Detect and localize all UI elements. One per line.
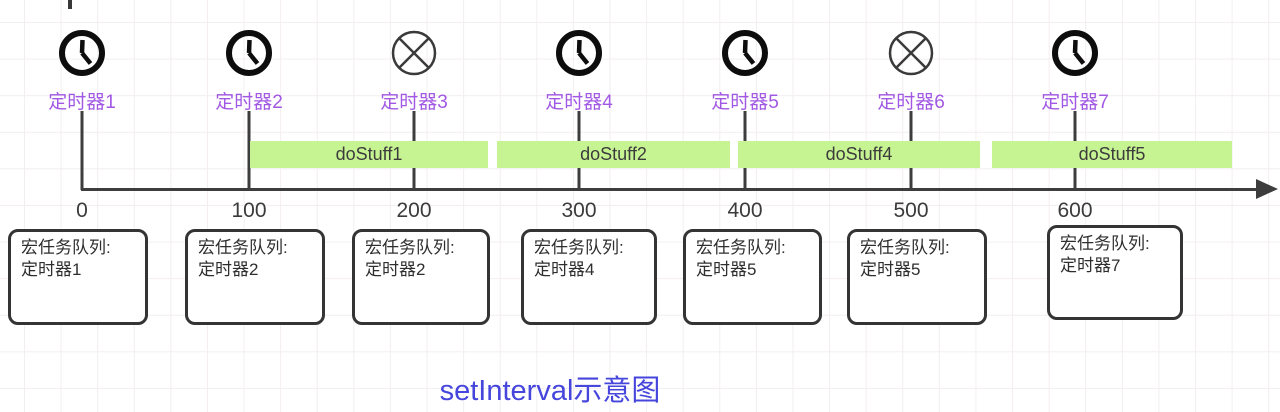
tick-line (247, 111, 251, 190)
timer-label: 定时器2 (215, 92, 283, 113)
clock-icon (189, 26, 309, 80)
queue-header: 宏任务队列: (534, 238, 624, 257)
macro-task-queue-box: 宏任务队列: 定时器5 (683, 229, 822, 325)
timer-group-1: 定时器1 (22, 26, 142, 114)
clock-icon (685, 26, 805, 80)
axis-tick-label: 100 (231, 199, 267, 222)
task-bar-dostuff5: doStuff5 (992, 141, 1232, 168)
queue-item: 定时器5 (696, 260, 757, 279)
timer-label: 定时器4 (545, 92, 613, 113)
queue-item: 定时器5 (860, 260, 921, 279)
timer-label: 定时器5 (711, 92, 779, 113)
timer-label: 定时器7 (1041, 92, 1109, 113)
task-bar-dostuff2: doStuff2 (497, 141, 730, 168)
top-edge-line-stub (68, 0, 72, 9)
macro-task-queue-box: 宏任务队列: 定时器4 (521, 229, 657, 325)
axis-tick-label: 200 (396, 199, 432, 222)
timer-label: 定时器1 (48, 92, 116, 113)
queue-item: 定时器4 (534, 260, 595, 279)
timer-label: 定时器3 (380, 92, 448, 113)
macro-task-queue-box: 宏任务队列: 定时器2 (185, 229, 325, 325)
macro-task-queue-box: 宏任务队列: 定时器1 (8, 229, 148, 325)
macro-task-queue-box: 宏任务队列: 定时器2 (352, 229, 490, 325)
clock-icon (22, 26, 142, 80)
crossed-circle-icon (851, 26, 971, 80)
crossed-circle-icon (354, 26, 474, 80)
queue-header: 宏任务队列: (365, 238, 455, 257)
macro-task-queue-box: 宏任务队列: 定时器7 (1047, 225, 1183, 320)
timeline-axis (81, 188, 1262, 191)
timer-group-5: 定时器5 (685, 26, 805, 114)
clock-icon (1015, 26, 1135, 80)
queue-header: 宏任务队列: (860, 238, 950, 257)
axis-tick-label: 300 (561, 199, 597, 222)
task-bar-dostuff4: doStuff4 (738, 141, 980, 168)
queue-item: 定时器2 (198, 260, 259, 279)
timer-group-4: 定时器4 (519, 26, 639, 114)
queue-item: 定时器1 (21, 260, 82, 279)
queue-item: 定时器2 (365, 260, 426, 279)
timer-group-3: 定时器3 (354, 26, 474, 114)
queue-header: 宏任务队列: (21, 238, 111, 257)
axis-tick-label: 600 (1057, 199, 1093, 222)
timer-group-2: 定时器2 (189, 26, 309, 114)
task-bar-dostuff1: doStuff1 (250, 141, 488, 168)
queue-header: 宏任务队列: (1060, 234, 1150, 253)
axis-tick-label: 0 (76, 199, 88, 222)
axis-tick-label: 400 (727, 199, 763, 222)
timer-label: 定时器6 (877, 92, 945, 113)
macro-task-queue-box: 宏任务队列: 定时器5 (847, 229, 987, 325)
queue-header: 宏任务队列: (198, 238, 288, 257)
queue-header: 宏任务队列: (696, 238, 786, 257)
diagram-title: setInterval示意图 (439, 375, 661, 407)
clock-icon (519, 26, 639, 80)
timer-group-6: 定时器6 (851, 26, 971, 114)
tick-line (80, 111, 84, 190)
axis-tick-label: 500 (893, 199, 929, 222)
timer-group-7: 定时器7 (1015, 26, 1135, 114)
axis-arrowhead-icon (1256, 179, 1278, 199)
queue-item: 定时器7 (1060, 256, 1121, 275)
